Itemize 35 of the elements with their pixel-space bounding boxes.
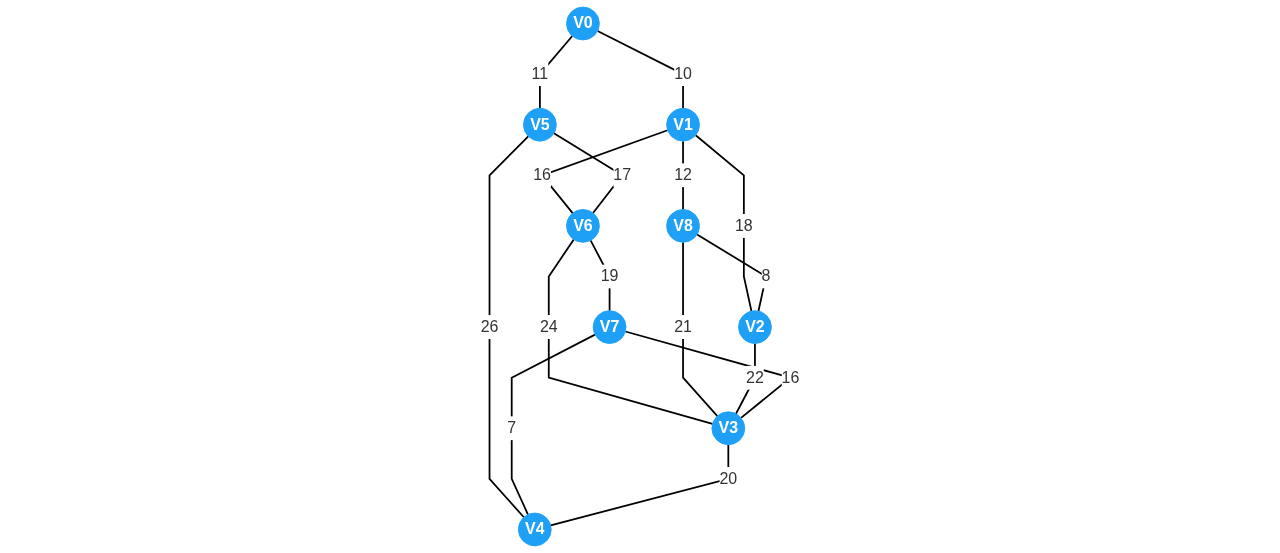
edge-label: 7	[507, 418, 517, 437]
connector	[547, 238, 714, 425]
edge-label: 19	[600, 267, 619, 285]
edge-label: 21	[674, 317, 692, 336]
connector	[589, 239, 611, 312]
edge-label: 10	[674, 64, 692, 83]
connector	[694, 134, 753, 312]
connector	[682, 140, 684, 211]
edge-label: 16	[781, 368, 800, 387]
connector	[596, 30, 684, 110]
connector	[539, 35, 574, 110]
edge-label: 12	[674, 165, 692, 184]
edge-label: 16	[533, 165, 552, 184]
node-circle: V6	[566, 209, 600, 243]
node-circle: V7	[592, 310, 627, 344]
edge-label: 22	[746, 368, 764, 387]
connector	[549, 443, 730, 527]
node-circle: V3	[711, 411, 746, 446]
node-circle: V2	[738, 310, 772, 344]
node-circle: V8	[666, 209, 700, 243]
edge-label: 20	[719, 469, 738, 488]
edge-label: 8	[761, 267, 771, 285]
edge-label: 24	[539, 317, 558, 336]
node-circle: V0	[566, 6, 600, 41]
edge-label: 26	[480, 317, 499, 336]
edge-label: 11	[531, 64, 549, 83]
node-circle: V4	[517, 512, 552, 547]
connector	[735, 342, 756, 415]
connector	[510, 333, 596, 516]
edge-label: 17	[613, 165, 632, 184]
connector	[682, 241, 719, 417]
edge-label: 18	[734, 216, 753, 235]
node-circle: V1	[666, 107, 700, 142]
node-circle: V5	[523, 107, 557, 142]
connector	[488, 135, 530, 519]
